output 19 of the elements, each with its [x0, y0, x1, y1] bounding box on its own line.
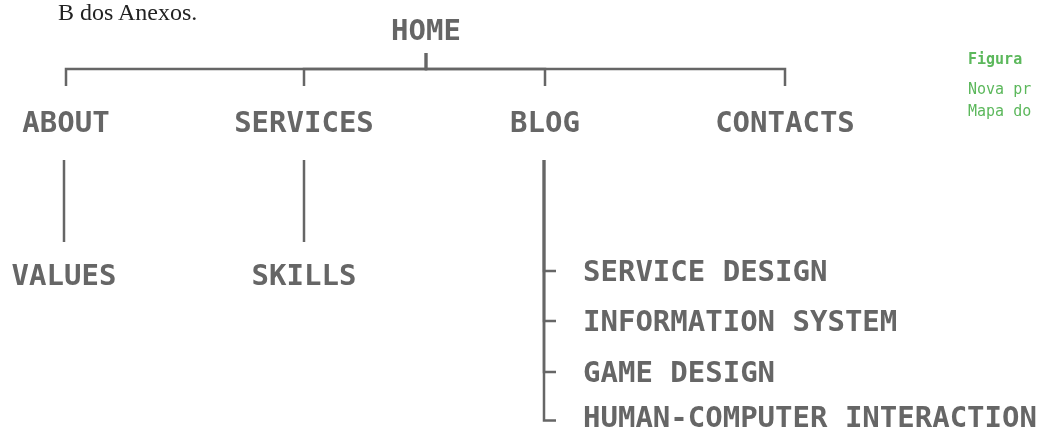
menu-label: SERVICE DESIGN: [556, 251, 856, 291]
menu-label: BLOG: [500, 86, 590, 158]
menu-label: VALUES: [4, 242, 124, 308]
connector-line: [424, 53, 787, 86]
menu-label: GAME DESIGN: [556, 352, 856, 392]
menu-label: ABOUT: [16, 86, 116, 158]
caption-text: Mapa do: [968, 104, 1032, 119]
menu-label: CONTACTS: [705, 86, 865, 158]
text-fragment: B dos Anexos.: [58, 0, 198, 24]
caption-text: Figura: [968, 52, 1023, 67]
menu-label: HUMAN-COMPUTER INTERACTION: [556, 402, 1059, 431]
menu-label: SERVICES: [224, 86, 384, 158]
menu-label: HOME: [384, 6, 468, 53]
menu-label: SKILLS: [244, 242, 364, 308]
menu-label: INFORMATION SYSTEM: [556, 301, 936, 341]
connector-line: [542, 160, 556, 422]
caption-text: Nova pr: [968, 82, 1032, 97]
connector-line: [62, 160, 66, 242]
connector-line: [302, 160, 306, 242]
